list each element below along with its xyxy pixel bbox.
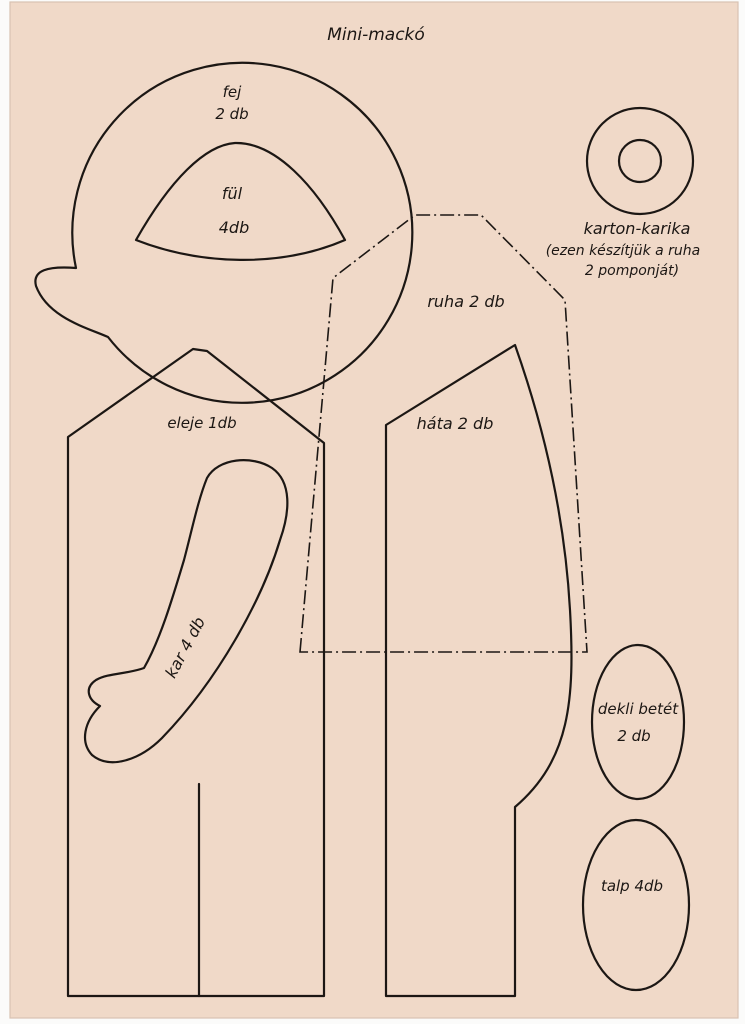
karika-outer-circle [585, 106, 695, 216]
karton-name: karton-karika [584, 219, 691, 238]
ruha-label: ruha 2 db [427, 292, 504, 311]
paper-page [10, 2, 738, 1018]
talp-outline [581, 818, 691, 992]
piece-karton-karika: karton-karika (ezen készítjük a ruha 2 p… [546, 106, 701, 279]
ruha-outline [299, 214, 588, 653]
fej-count: 2 db [215, 105, 248, 123]
paper-edge [9, 1, 739, 1019]
piece-eleje: eleje 1db [66, 347, 326, 998]
dekli-outline [590, 643, 686, 801]
eleje-label: eleje 1db [167, 414, 236, 432]
piece-ruha: ruha 2 db [299, 214, 588, 653]
hata-label: háta 2 db [417, 414, 494, 433]
kar-outline [83, 459, 289, 764]
ful-count: 4db [219, 218, 250, 237]
piece-fej: fej 2 db [34, 61, 414, 404]
piece-talp: talp 4db [581, 818, 691, 992]
hata-outline [384, 343, 573, 998]
ful-outline [134, 141, 347, 261]
piece-hata: háta 2 db [384, 343, 573, 998]
fej-name: fej [223, 83, 243, 101]
dekli-name: dekli betét [598, 700, 679, 718]
piece-dekli-betet: dekli betét 2 db [590, 643, 686, 801]
piece-ful: fül 4db [134, 141, 347, 261]
eleje-outline [66, 347, 326, 998]
karton-note-line1: (ezen készítjük a ruha [546, 243, 701, 259]
page-title: Mini-mackó [327, 25, 425, 45]
ful-name: fül [222, 184, 243, 203]
fej-outline [34, 61, 414, 404]
talp-label: talp 4db [601, 877, 663, 895]
dekli-count: 2 db [617, 727, 650, 745]
karika-inner-circle [617, 138, 663, 184]
karton-note-line2: 2 pomponját) [585, 263, 679, 279]
